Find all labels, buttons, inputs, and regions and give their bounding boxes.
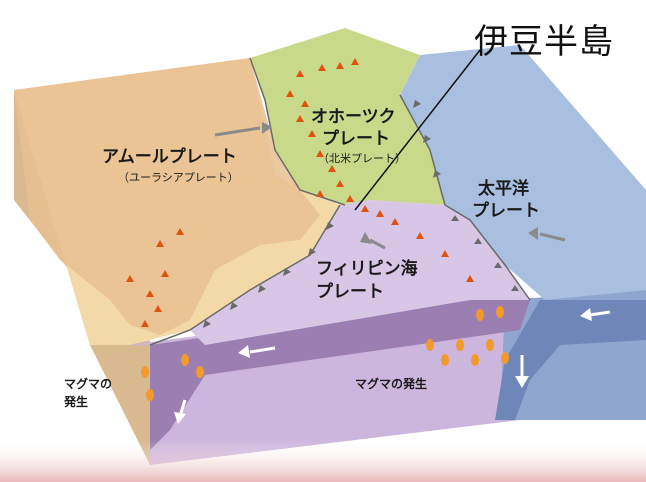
magma-label-left-2: 発生 bbox=[64, 395, 89, 409]
top-pacific-plate bbox=[400, 45, 646, 300]
slab-flow-arrows bbox=[174, 308, 611, 424]
boundary-lines bbox=[149, 57, 531, 346]
izu-pointer-line bbox=[354, 49, 481, 211]
amur-plate-label: アムールプレート bbox=[102, 147, 237, 167]
philippine-plate-label-1: フィリピン海 bbox=[316, 259, 418, 279]
plate-motion-arrows bbox=[214, 122, 566, 250]
volcano-markers bbox=[126, 58, 474, 327]
subducting-slab-pacific bbox=[495, 300, 646, 420]
okhotsk-plate-label-1: オホーツク bbox=[311, 107, 396, 127]
side-face-amur bbox=[14, 90, 150, 465]
magma-drops bbox=[141, 306, 509, 401]
japan-landmass bbox=[14, 58, 320, 335]
okhotsk-plate-label-2: プレート bbox=[322, 129, 390, 149]
trench-teeth bbox=[203, 100, 519, 328]
philippine-plate-label-2: プレート bbox=[316, 282, 384, 302]
top-philippine-plate bbox=[190, 200, 530, 345]
okhotsk-plate-alt-label: （北米プレート） bbox=[318, 152, 406, 165]
pacific-plate-label-1: 太平洋 bbox=[478, 179, 529, 199]
pacific-plate-label-2: プレート bbox=[472, 201, 540, 221]
izu-peninsula-title: 伊豆半島 bbox=[474, 22, 614, 62]
amur-plate-alt-label: （ユーラシアプレート） bbox=[118, 171, 239, 184]
bottom-fade bbox=[0, 440, 646, 482]
magma-label-left-1: マグマの bbox=[64, 377, 113, 391]
magma-label-right: マグマの発生 bbox=[355, 377, 428, 391]
